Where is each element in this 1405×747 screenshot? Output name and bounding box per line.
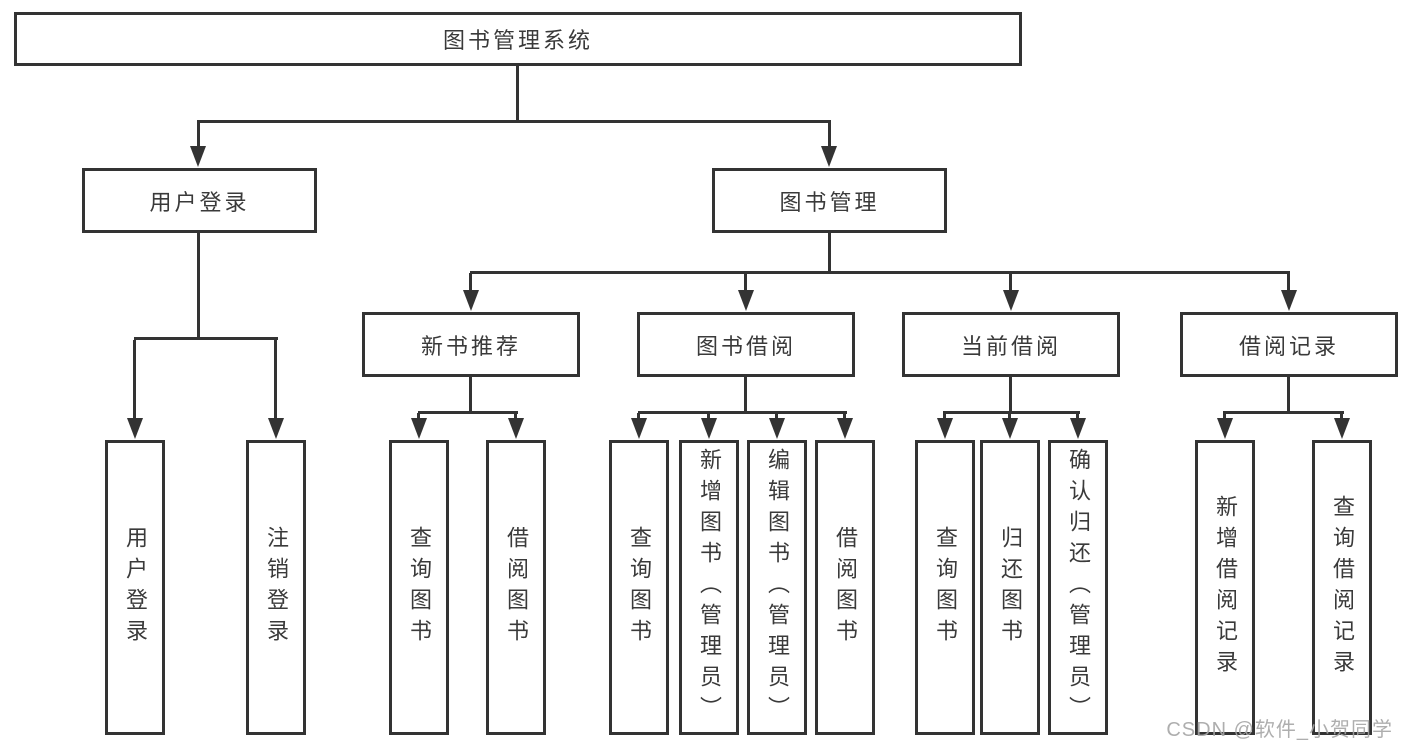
leaf-query-books-recommend: 查询图书 <box>389 440 449 735</box>
node-book-borrow: 图书借阅 <box>637 312 855 377</box>
node-borrow-records: 借阅记录 <box>1180 312 1398 377</box>
arrow-down-icon <box>1334 418 1350 439</box>
leaf-label: 借阅图书 <box>504 525 529 650</box>
connector <box>417 413 420 421</box>
connector <box>775 413 778 421</box>
arrow-down-icon <box>1217 418 1233 439</box>
leaf-borrow-books-recommend: 借阅图书 <box>486 440 546 735</box>
arrow-down-icon <box>1070 418 1086 439</box>
leaf-borrow-books: 借阅图书 <box>815 440 875 735</box>
leaf-label: 注销登录 <box>264 525 289 650</box>
connector <box>197 122 200 150</box>
leaf-confirm-return-admin: 确认归还（管理员） <box>1048 440 1108 735</box>
connector <box>1340 413 1343 421</box>
arrow-down-icon <box>463 290 479 311</box>
leaf-label: 新增图书（管理员） <box>697 448 722 727</box>
arrow-down-icon <box>821 146 837 167</box>
connector <box>197 233 200 339</box>
arrow-down-icon <box>1003 290 1019 311</box>
connector <box>1008 413 1011 421</box>
connector <box>637 413 640 421</box>
leaf-label: 查询图书 <box>627 525 652 650</box>
connector <box>1076 413 1079 421</box>
arrow-down-icon <box>631 418 647 439</box>
connector <box>1009 377 1012 413</box>
leaf-label: 编辑图书（管理员） <box>765 448 790 727</box>
node-book-management: 图书管理 <box>712 168 947 233</box>
leaf-query-books-current: 查询图书 <box>915 440 975 735</box>
connector <box>707 413 710 421</box>
leaf-label: 确认归还（管理员） <box>1066 448 1091 727</box>
connector <box>134 337 278 340</box>
arrow-down-icon <box>769 418 785 439</box>
connector <box>828 233 831 273</box>
leaf-label: 归还图书 <box>998 525 1023 650</box>
connector <box>514 413 517 421</box>
connector <box>1287 377 1290 413</box>
csdn-watermark: CSDN @软件_小贺同学 <box>1166 719 1393 741</box>
leaf-user-login: 用户登录 <box>105 440 165 735</box>
arrow-down-icon <box>738 290 754 311</box>
arrow-down-icon <box>937 418 953 439</box>
connector <box>1223 413 1226 421</box>
connector <box>943 413 946 421</box>
leaf-add-borrow-record: 新增借阅记录 <box>1195 440 1255 735</box>
arrow-down-icon <box>127 418 143 439</box>
leaf-add-books-admin: 新增图书（管理员） <box>679 440 739 735</box>
connector <box>418 411 518 414</box>
leaf-return-books: 归还图书 <box>980 440 1040 735</box>
arrow-down-icon <box>508 418 524 439</box>
connector <box>744 273 747 292</box>
node-current-borrow: 当前借阅 <box>902 312 1120 377</box>
node-library-system: 图书管理系统 <box>14 12 1022 66</box>
connector <box>1287 273 1290 292</box>
connector <box>744 377 747 413</box>
leaf-label: 查询图书 <box>933 525 958 650</box>
connector <box>638 411 847 414</box>
arrow-down-icon <box>268 418 284 439</box>
connector <box>469 273 472 292</box>
arrow-down-icon <box>837 418 853 439</box>
leaf-label: 查询借阅记录 <box>1330 494 1355 681</box>
connector <box>470 271 1290 274</box>
connector <box>943 411 1080 414</box>
connector <box>516 66 519 123</box>
node-user-login: 用户登录 <box>82 168 317 233</box>
leaf-label: 借阅图书 <box>833 525 858 650</box>
connector <box>843 413 846 421</box>
arrow-down-icon <box>1002 418 1018 439</box>
connector <box>469 377 472 413</box>
connector <box>133 340 136 420</box>
connector <box>1223 411 1344 414</box>
arrow-down-icon <box>1281 290 1297 311</box>
connector <box>1009 273 1012 292</box>
connector <box>828 122 831 150</box>
arrow-down-icon <box>701 418 717 439</box>
arrow-down-icon <box>190 146 206 167</box>
connector <box>274 340 277 420</box>
leaf-query-borrow-record: 查询借阅记录 <box>1312 440 1372 735</box>
leaf-query-books-borrow: 查询图书 <box>609 440 669 735</box>
leaf-label: 查询图书 <box>407 525 432 650</box>
leaf-label: 用户登录 <box>123 525 148 650</box>
node-new-book-recommend: 新书推荐 <box>362 312 580 377</box>
connector <box>197 120 831 123</box>
leaf-logout: 注销登录 <box>246 440 306 735</box>
arrow-down-icon <box>411 418 427 439</box>
leaf-label: 新增借阅记录 <box>1213 494 1238 681</box>
leaf-edit-books-admin: 编辑图书（管理员） <box>747 440 807 735</box>
